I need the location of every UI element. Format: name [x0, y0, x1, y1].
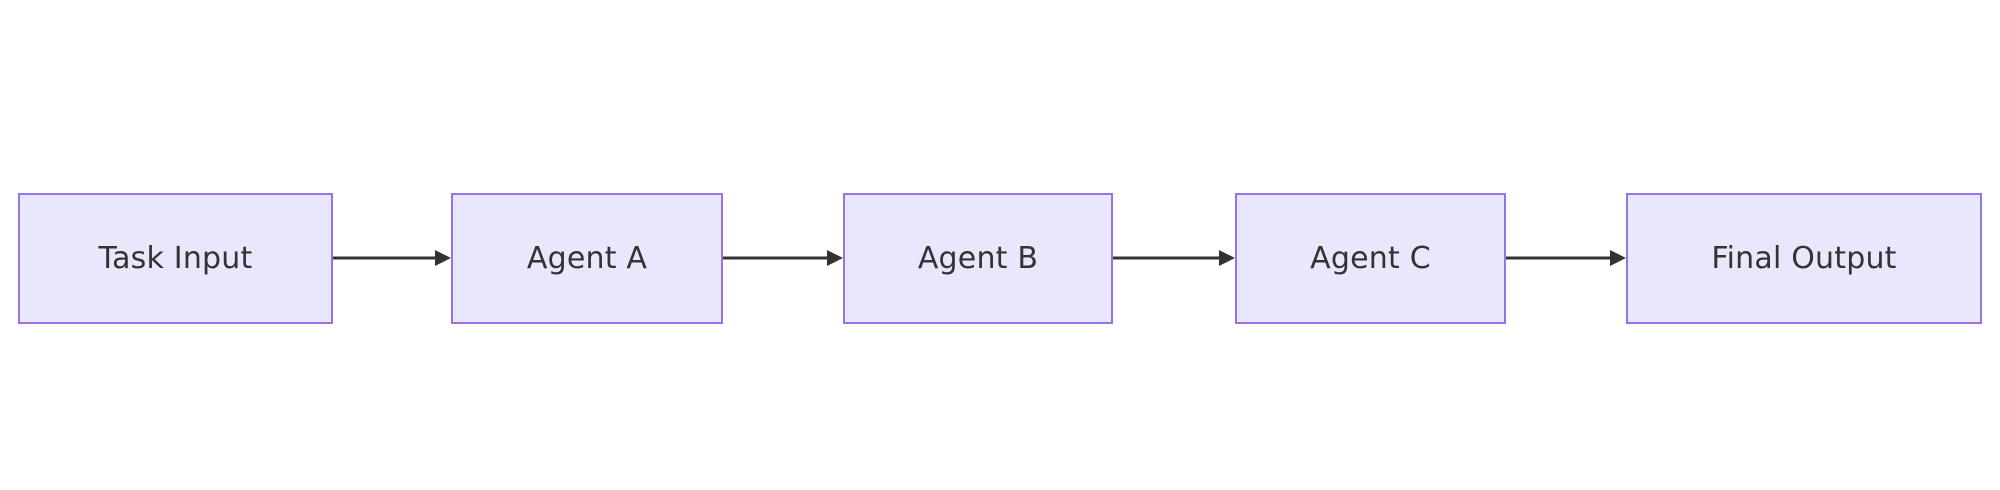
edge-task-input-to-agent-a	[333, 248, 451, 268]
node-label: Task Input	[98, 240, 253, 276]
edge-agent-a-to-agent-b	[723, 248, 843, 268]
node-label: Agent B	[917, 240, 1039, 276]
arrow-icon	[1113, 250, 1235, 266]
node-label: Final Output	[1711, 240, 1897, 276]
arrow-icon	[1506, 250, 1626, 266]
edge-agent-c-to-final-output	[1506, 248, 1626, 268]
node-agent-a[interactable]: Agent A	[451, 193, 723, 324]
arrow-icon	[333, 250, 451, 266]
node-agent-c[interactable]: Agent C	[1235, 193, 1506, 324]
node-task-input[interactable]: Task Input	[18, 193, 333, 324]
node-final-output[interactable]: Final Output	[1626, 193, 1982, 324]
arrow-icon	[723, 250, 843, 266]
node-label: Agent A	[526, 240, 648, 276]
node-agent-b[interactable]: Agent B	[843, 193, 1113, 324]
edge-agent-b-to-agent-c	[1113, 248, 1235, 268]
node-label: Agent C	[1310, 240, 1431, 276]
